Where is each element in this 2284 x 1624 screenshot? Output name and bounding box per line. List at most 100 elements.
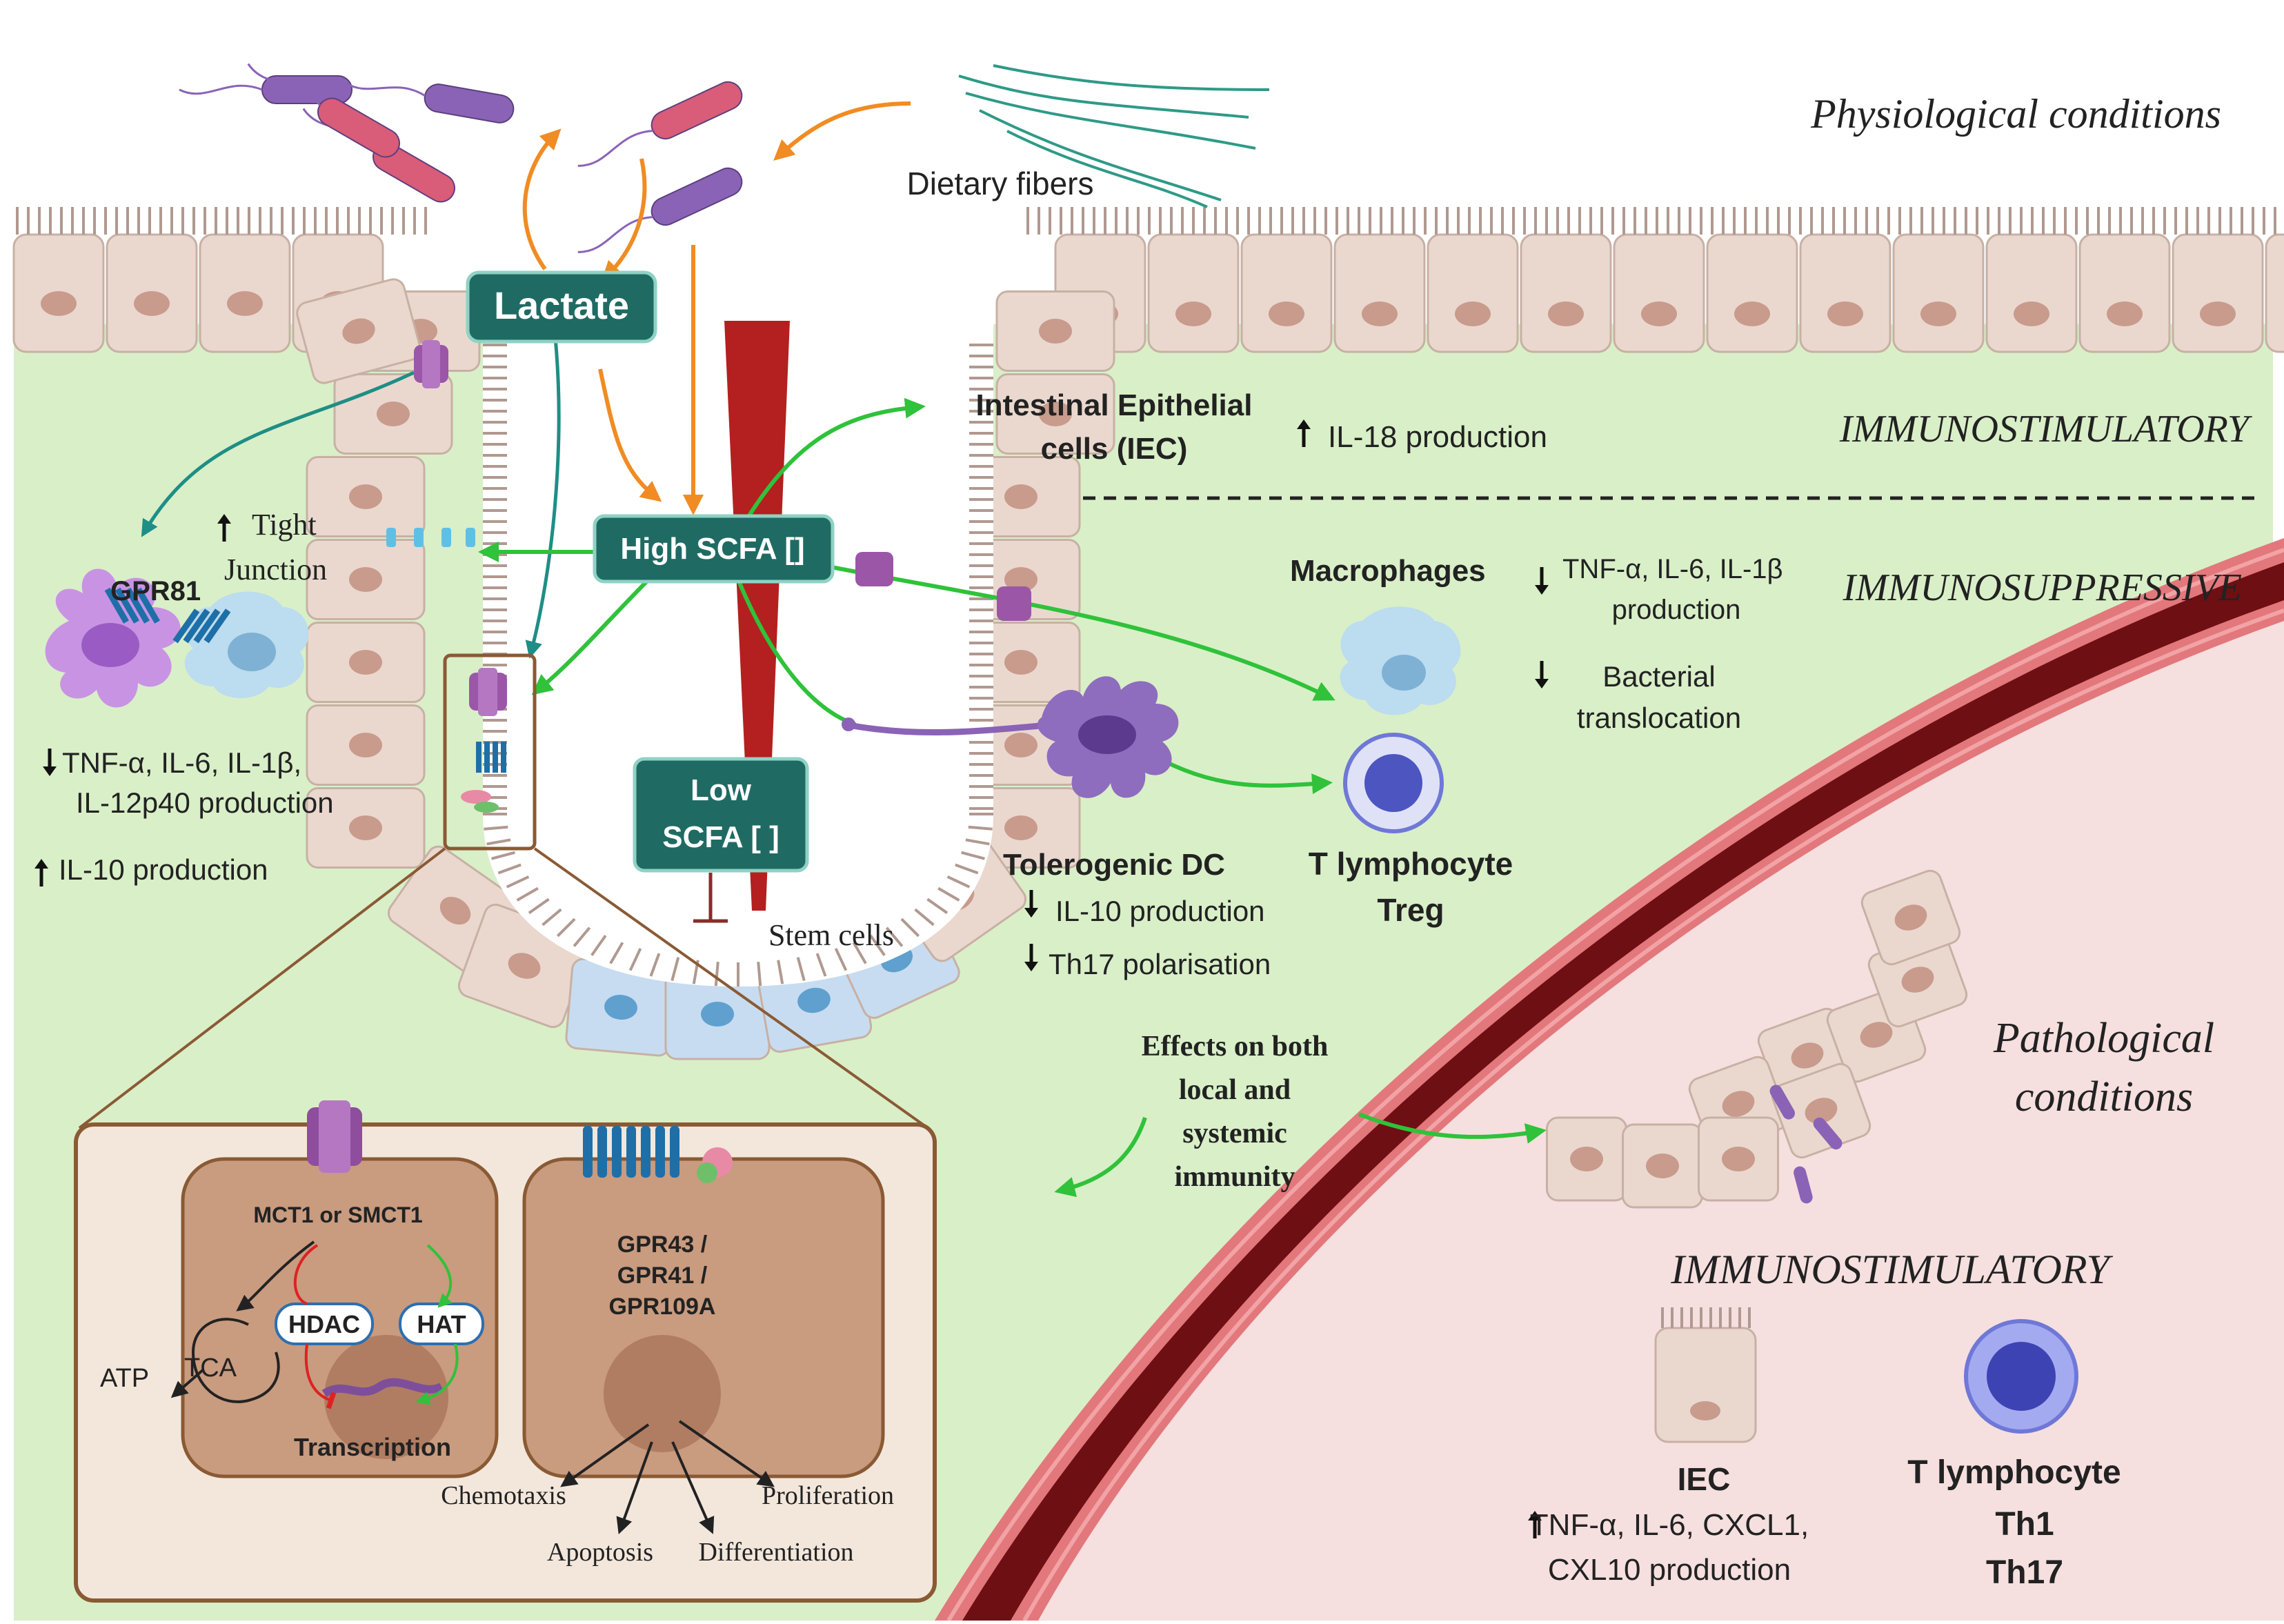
stem-cells-label: Stem cells: [768, 918, 894, 952]
indicator-arrows: [34, 419, 1549, 1538]
g-protein-crypt-2: [474, 802, 499, 813]
effects-label-1: Effects on both: [1142, 1031, 1329, 1062]
epithelial-cell: [1427, 233, 1519, 353]
mct-transporter-right-2: [997, 586, 1031, 621]
tnf-bottom-label-2: CXL10 production: [1548, 1553, 1791, 1587]
blood-vessel-wall-lines-2: [1022, 608, 2284, 1622]
t-lymphocyte-label: T lymphocyte: [1309, 846, 1513, 882]
gpr-label-3: GPR109A: [609, 1294, 716, 1320]
tnf-bottom-label-1: TNF-α, IL-6, CXCL1,: [1530, 1508, 1809, 1542]
crypt-cell: [1860, 869, 1961, 966]
crypt-cell: [565, 958, 677, 1057]
inset-gpr-receptor: [583, 1126, 679, 1178]
differentiation-label: Differentiation: [698, 1538, 853, 1567]
epithelial-cell: [1892, 233, 1985, 353]
bacterium: [247, 63, 400, 158]
orange-arrows: [522, 101, 911, 515]
iec-bottom-microvilli: [1661, 1307, 1751, 1328]
mct-label: MCT1 or SMCT1: [253, 1202, 422, 1227]
epithelial-cell: [1706, 233, 1798, 353]
il10-dc-label: IL-10 production: [1055, 895, 1265, 927]
mct-transporter-top: [414, 340, 448, 388]
down-arrow-icon: [1535, 567, 1549, 595]
crypt-microvilli: [483, 344, 993, 987]
bacterial-label-1: Bacterial: [1602, 660, 1715, 693]
epithelial-cell: [199, 233, 291, 353]
iec-label-1: Intestinal Epithelial: [976, 388, 1253, 422]
up-arrow-icon: [34, 859, 48, 887]
up-arrow-icon: [1528, 1511, 1542, 1538]
gpr-label-1: GPR43 /: [617, 1231, 708, 1258]
epithelial-cell: [12, 233, 105, 353]
epithelial-cell: [1520, 233, 1612, 353]
dc-dendrite-tip: [842, 717, 855, 731]
il18-label: IL-18 production: [1328, 420, 1547, 454]
crypt-cell: [1546, 1116, 1627, 1202]
tight-junction-label-2: Junction: [224, 553, 327, 586]
macrophage-cell: [1340, 606, 1461, 715]
inset-chromatin: [321, 1378, 444, 1398]
tight-junction: [386, 528, 475, 547]
inhibition-line: [693, 873, 728, 923]
immunostimulatory-bottom-label: IMMUNOSTIMULATORY: [1670, 1247, 2113, 1292]
il10-left-label: IL-10 production: [59, 853, 268, 886]
effects-label-3: systemic: [1182, 1118, 1287, 1149]
transcription-label: Transcription: [294, 1433, 451, 1461]
hat-label: HAT: [417, 1310, 466, 1338]
inset-arrows: [170, 1240, 775, 1535]
physiological-title: Physiological conditions: [1810, 91, 2221, 137]
gpr81-receptor-left: [104, 587, 160, 624]
tnf-left-label-1: TNF-α, IL-6, IL-1β,: [62, 746, 301, 779]
dc-dendrite: [844, 721, 1056, 736]
tnf-mac-label-2: production: [1612, 595, 1741, 625]
gpr-receptor-crypt: [476, 742, 506, 773]
effects-label-2: local and: [1179, 1074, 1291, 1106]
immunostimulatory-top-label: IMMUNOSTIMULATORY: [1839, 408, 2253, 450]
epithelium-layer: [12, 207, 2284, 1209]
tca-label: TCA: [184, 1354, 237, 1383]
atp-label: ATP: [100, 1364, 149, 1393]
lactate-label: Lactate: [494, 284, 629, 327]
pathological-bacteria: [1769, 1085, 1843, 1204]
pathological-region-background: [945, 566, 2284, 1621]
crypt-cell: [995, 373, 1115, 455]
apoptosis-label: Apoptosis: [547, 1538, 653, 1567]
high-scfa-box: [593, 514, 835, 584]
tnf-mac-label-1: TNF-α, IL-6, IL-1β: [1562, 554, 1783, 584]
epithelial-cell: [1613, 233, 1705, 353]
blood-vessel-wall-lines: [946, 548, 2284, 1622]
crypt-cell: [306, 787, 426, 869]
proliferation-label: Proliferation: [762, 1481, 894, 1510]
macrophages-label: Macrophages: [1290, 554, 1486, 588]
high-scfa-label: High SCFA []: [620, 532, 804, 566]
epithelial-cell: [1147, 233, 1240, 353]
iec-bottom-label: IEC: [1678, 1461, 1731, 1497]
chemotaxis-label: Chemotaxis: [441, 1481, 566, 1510]
down-arrow-icon: [1024, 890, 1038, 918]
low-scfa-box: [633, 757, 809, 873]
t-lymphocyte-bottom-label: T lymphocyte: [1907, 1454, 2121, 1491]
t-lymphocyte-bottom: [1964, 1319, 2078, 1434]
epithelial-cell: [1799, 233, 1891, 353]
crypt-cell: [1622, 1123, 1703, 1209]
pathological-title-2: conditions: [2015, 1073, 2193, 1120]
bacterium: [179, 75, 352, 104]
down-arrow-icon: [43, 749, 57, 776]
teal-arrows: [141, 337, 561, 659]
crypt-cell: [995, 290, 1115, 372]
gpr81-receptor-mac: [172, 608, 231, 644]
pathological-title-1: Pathological: [1993, 1015, 2214, 1062]
inset-mct-transporter: [307, 1100, 362, 1173]
bacterial-label-2: translocation: [1577, 702, 1741, 734]
zoom-lines: [78, 847, 929, 1129]
down-arrow-icon: [1535, 661, 1549, 689]
th1-label: Th1: [1995, 1506, 2054, 1543]
gpr-label-2: GPR41 /: [617, 1262, 708, 1289]
iec-cell-bottom: [1654, 1327, 1757, 1443]
crypt-cell: [306, 456, 426, 537]
epithelial-cell: [2172, 233, 2264, 353]
tolerogenic-dc: [1037, 676, 1179, 798]
crypt-cell: [296, 278, 421, 384]
